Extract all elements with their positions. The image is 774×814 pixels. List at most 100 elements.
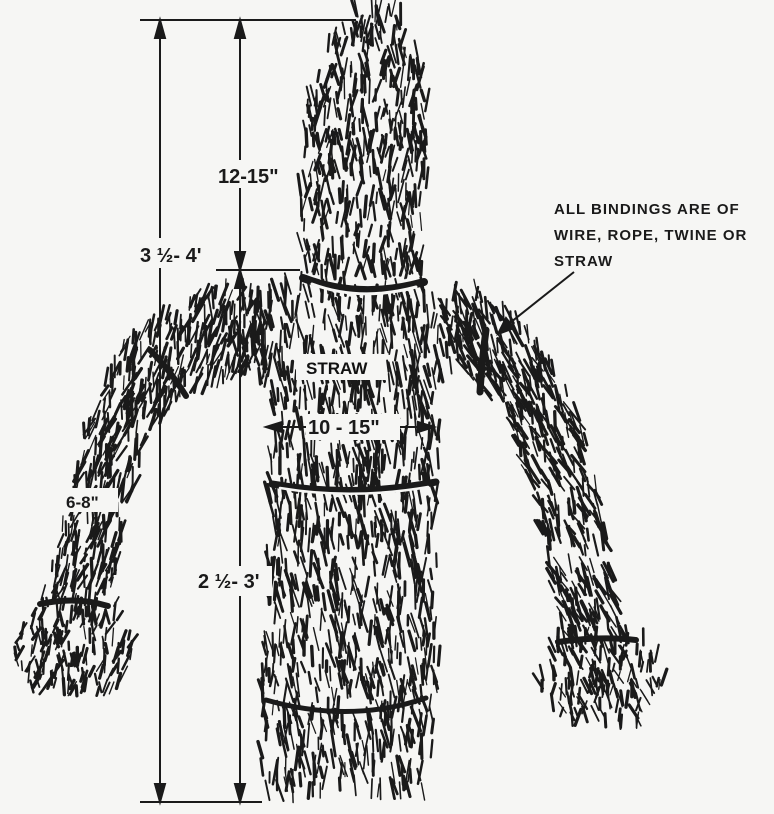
straw-stroke <box>297 233 303 252</box>
straw-stroke <box>411 730 412 747</box>
right-wrist-binding <box>558 638 636 642</box>
straw-stroke <box>369 621 371 644</box>
straw-stroke <box>96 411 100 427</box>
straw-stroke <box>285 388 287 401</box>
straw-stroke <box>564 477 574 490</box>
straw-stroke <box>503 302 504 319</box>
straw-stroke <box>402 443 404 465</box>
straw-stroke <box>367 746 369 766</box>
straw-stroke <box>373 202 375 220</box>
straw-stroke <box>400 303 402 314</box>
straw-stroke <box>318 559 319 583</box>
straw-stroke <box>191 344 192 357</box>
straw-stroke <box>415 535 417 548</box>
straw-stroke <box>647 660 648 672</box>
straw-stroke <box>376 192 377 203</box>
straw-stroke <box>605 714 606 727</box>
straw-stroke <box>42 642 43 660</box>
straw-stroke <box>416 149 418 171</box>
straw-stroke <box>389 180 390 198</box>
straw-stroke <box>361 313 363 337</box>
straw-stroke <box>400 138 402 149</box>
straw-stroke <box>384 504 390 521</box>
straw-stroke <box>610 671 613 683</box>
straw-stroke <box>641 662 643 672</box>
straw-stroke <box>318 70 320 81</box>
straw-left-arm <box>52 279 264 603</box>
straw-stroke <box>590 559 594 573</box>
straw-stroke <box>361 99 362 112</box>
straw-stroke <box>450 357 452 374</box>
straw-stroke <box>376 25 380 39</box>
straw-stroke <box>408 657 411 672</box>
straw-stroke <box>354 775 356 795</box>
straw-stroke <box>284 626 287 647</box>
straw-stroke <box>315 116 316 131</box>
straw-stroke <box>621 691 623 705</box>
straw-stroke <box>355 536 358 548</box>
straw-stroke <box>58 548 60 565</box>
straw-stroke <box>128 631 130 640</box>
head-height-label: 12-15" <box>218 166 279 188</box>
straw-stroke <box>343 730 345 744</box>
straw-stroke <box>380 778 381 799</box>
straw-stroke <box>328 34 329 52</box>
straw-stroke <box>338 256 339 268</box>
straw-stroke <box>428 535 429 553</box>
straw-stroke <box>273 664 274 675</box>
straw-stroke <box>421 104 424 120</box>
straw-stroke <box>428 580 433 595</box>
straw-stroke <box>352 474 354 485</box>
straw-stroke <box>378 784 380 797</box>
straw-stroke <box>566 590 568 601</box>
straw-stroke <box>370 680 372 696</box>
straw-stroke <box>385 7 388 22</box>
straw-stroke <box>421 783 424 800</box>
straw-stroke <box>358 300 360 311</box>
straw-stroke <box>355 383 356 408</box>
straw-stroke <box>95 438 96 455</box>
straw-stroke <box>451 316 452 327</box>
straw-stroke <box>500 378 501 390</box>
straw-stroke <box>306 302 310 318</box>
straw-stroke <box>348 607 349 622</box>
straw-stroke <box>432 719 434 733</box>
straw-stroke <box>332 385 335 404</box>
straw-stroke <box>169 348 171 361</box>
straw-stroke <box>304 439 305 465</box>
straw-stroke <box>432 292 435 308</box>
straw-stroke <box>255 302 256 313</box>
straw-stroke <box>383 243 387 263</box>
straw-stroke <box>600 646 601 660</box>
straw-stroke <box>243 296 244 310</box>
straw-stroke <box>325 752 328 762</box>
straw-stroke <box>21 623 24 639</box>
straw-stroke <box>280 538 283 563</box>
straw-stroke <box>360 210 361 227</box>
straw-stroke <box>370 166 371 177</box>
straw-stroke <box>228 352 229 372</box>
straw-stroke <box>395 350 397 360</box>
straw-stroke <box>358 400 359 410</box>
straw-stroke <box>566 678 567 694</box>
straw-stroke <box>366 317 367 335</box>
straw-stroke <box>420 213 422 231</box>
straw-stroke <box>327 467 328 488</box>
straw-stroke <box>393 26 395 44</box>
straw-stroke <box>485 297 487 319</box>
straw-stroke <box>347 684 348 698</box>
straw-stroke <box>369 80 370 103</box>
body-height-label: 2 ½- 3' <box>198 571 259 593</box>
straw-stroke <box>430 569 432 579</box>
straw-stroke <box>313 133 314 146</box>
straw-stroke <box>287 324 290 336</box>
straw-stroke <box>101 541 102 552</box>
straw-stroke <box>373 244 374 262</box>
straw-stroke <box>143 402 145 416</box>
straw-stroke <box>202 381 207 393</box>
straw-stroke <box>117 611 123 620</box>
straw-stroke <box>410 232 412 243</box>
straw-stroke <box>299 387 300 408</box>
straw-stroke <box>403 631 405 653</box>
